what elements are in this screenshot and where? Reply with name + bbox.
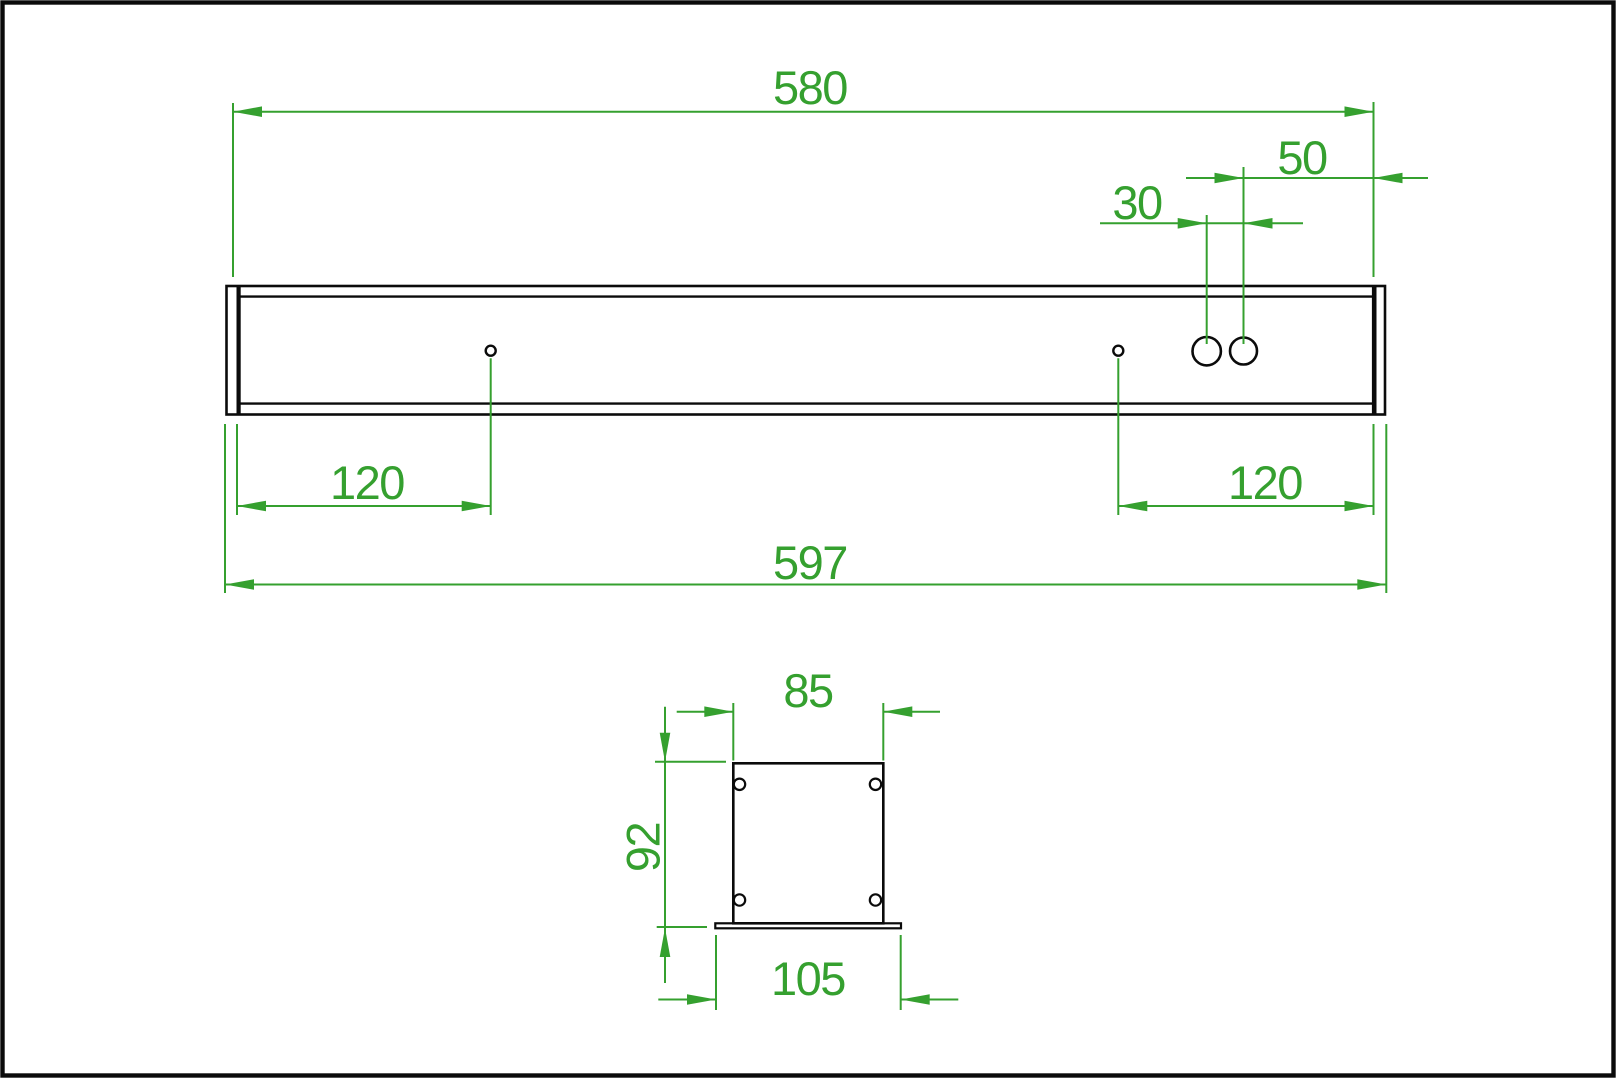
dim-50-label: 50	[1277, 131, 1327, 184]
dim-105-label: 105	[771, 952, 845, 1005]
arrowhead-left	[1177, 218, 1207, 229]
arrowhead-right	[883, 706, 913, 717]
arrowhead-left	[237, 500, 266, 512]
arrowhead-right	[1373, 172, 1403, 184]
arrowhead-left	[1118, 500, 1148, 512]
dim-pair-spacing-30: 30	[1100, 176, 1303, 344]
front-view-outline	[225, 284, 1387, 416]
arrowhead-right	[1344, 106, 1374, 117]
arrowhead-left	[233, 106, 262, 117]
corner-hole-top-right	[868, 777, 883, 792]
section-view	[714, 761, 903, 930]
arrowhead-left	[225, 579, 254, 590]
arrowhead-right	[1344, 500, 1374, 512]
small-hole-right	[1112, 344, 1125, 357]
section-view-base-plate	[714, 922, 903, 930]
dim-right-hole-offset-120: 120	[1117, 358, 1375, 515]
dim-base-width-105: 105	[658, 935, 959, 1010]
dim-left-hole-offset-120: 120	[236, 358, 492, 515]
small-hole-left	[484, 344, 497, 357]
corner-hole-top-left	[732, 777, 747, 792]
dim-120-left-label: 120	[330, 456, 404, 509]
arrowhead-left	[1214, 172, 1244, 184]
section-view-body	[731, 761, 885, 925]
dim-92-label: 92	[617, 823, 670, 872]
arrowhead-left	[687, 994, 716, 1005]
dim-85-label: 85	[783, 664, 833, 717]
dim-pair-edge-offset-50: 50	[1186, 131, 1428, 344]
dim-body-height-92: 92	[617, 706, 726, 983]
corner-hole-bottom-left	[732, 893, 747, 907]
arrowhead-right	[1357, 579, 1387, 590]
dim-120-right-label: 120	[1228, 456, 1302, 509]
arrowhead-right	[1243, 218, 1273, 229]
arrowhead-right	[900, 994, 930, 1005]
arrowhead-up	[659, 928, 671, 957]
corner-hole-bottom-right	[868, 893, 883, 907]
arrowhead-right	[461, 500, 491, 512]
dim-inner-length-580: 580	[232, 61, 1375, 277]
dim-580-label: 580	[773, 61, 847, 114]
front-view	[225, 284, 1387, 416]
dim-body-width-85: 85	[676, 664, 940, 761]
arrowhead-left	[704, 706, 734, 717]
dim-30-label: 30	[1112, 176, 1162, 229]
arrowhead-down	[659, 732, 671, 762]
dim-overall-length-597: 597	[224, 424, 1388, 593]
dim-597-label: 597	[773, 536, 847, 589]
